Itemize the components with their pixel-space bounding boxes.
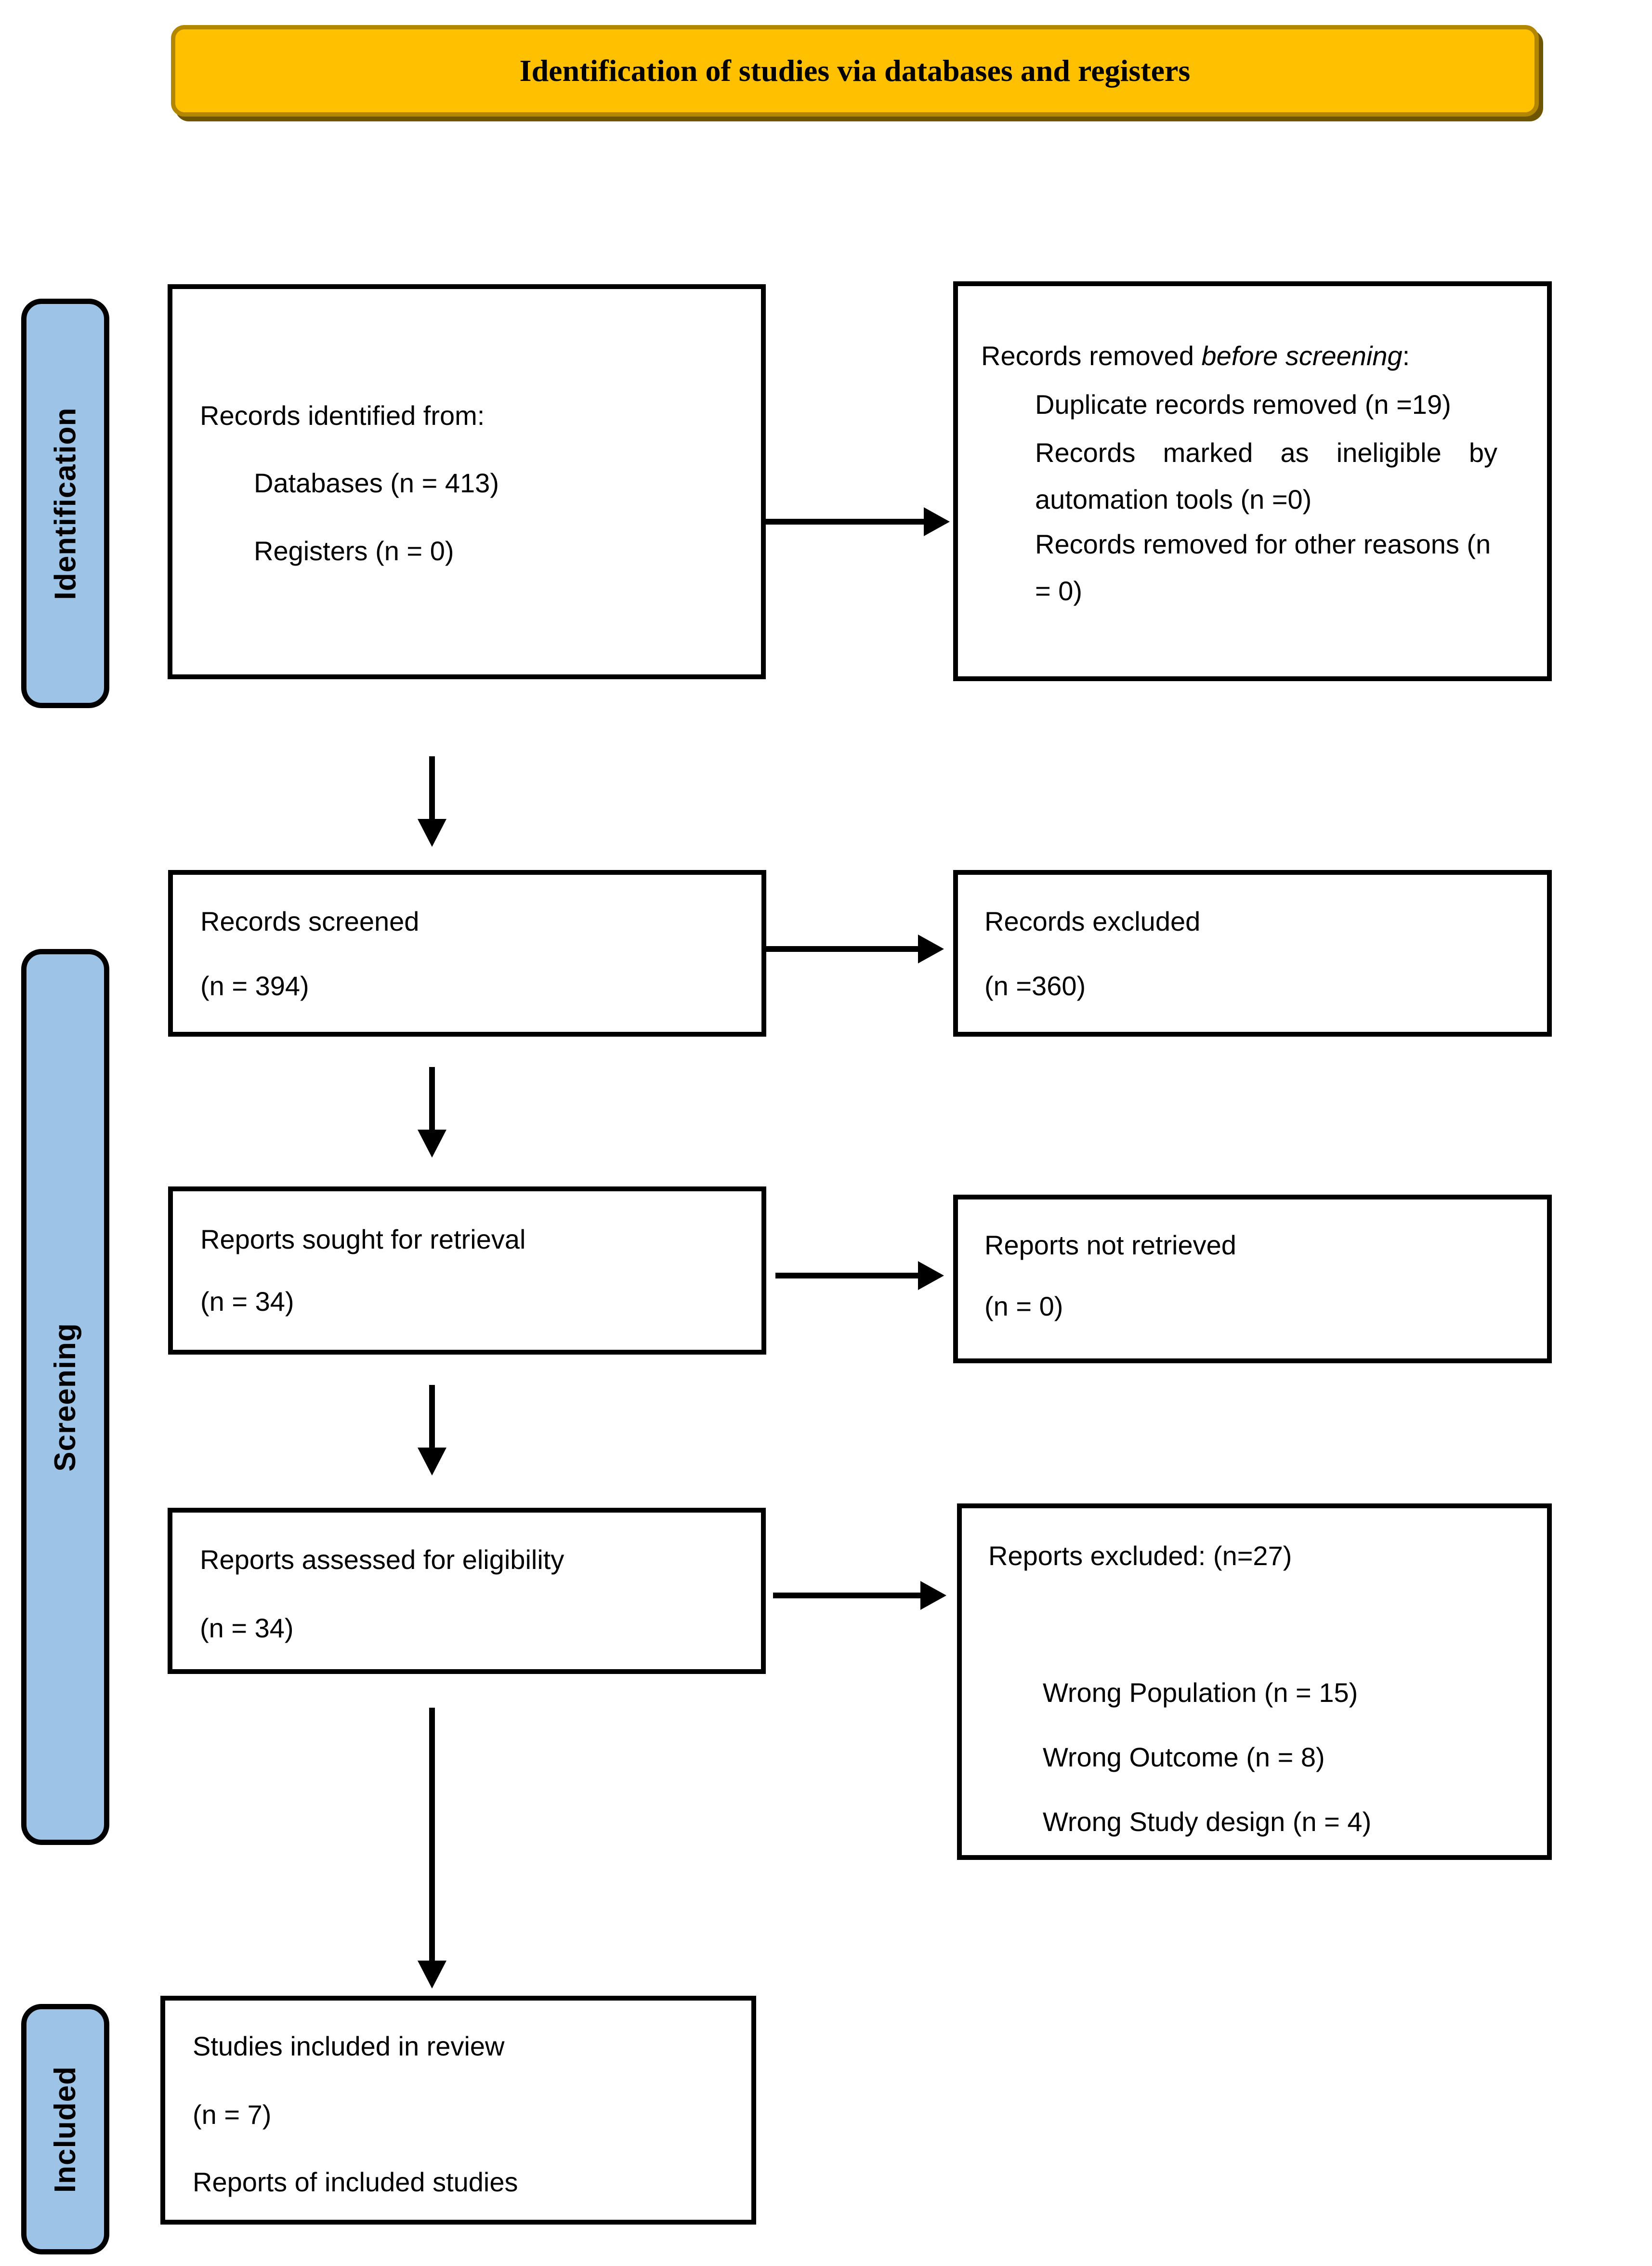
records-excluded-title: Records excluded <box>984 906 1201 936</box>
reports-assessed-n: (n = 34) <box>200 1613 294 1643</box>
box-reports-assessed: Reports assessed for eligibility (n = 34… <box>168 1508 766 1674</box>
records-excluded-n: (n =360) <box>984 971 1086 1001</box>
arrow-screened-to-sought-line <box>429 1067 435 1132</box>
arrow-assessed-to-included-line <box>429 1708 435 1963</box>
records-removed-title-prefix: Records removed <box>981 341 1202 371</box>
arrow-sought-to-assessed-line <box>429 1385 435 1450</box>
records-removed-other: Records removed for other reasons (n = 0… <box>1035 529 1491 606</box>
records-identified-databases: Databases (n = 413) <box>254 468 499 498</box>
banner-title: Identification of studies via databases … <box>519 53 1191 88</box>
banner-identification-via-databases: Identification of studies via databases … <box>171 25 1539 117</box>
records-removed-automation: Records marked as ineligible by automati… <box>1035 437 1497 514</box>
studies-included-title: Studies included in review <box>193 2031 505 2061</box>
records-identified-registers: Registers (n = 0) <box>254 536 454 566</box>
arrow-assessed-to-excluded-line <box>773 1593 922 1598</box>
reports-excluded-wrong-population: Wrong Population (n = 15) <box>1043 1677 1358 1708</box>
box-studies-included: Studies included in review (n = 7) Repor… <box>160 1996 756 2225</box>
arrow-screened-to-sought-head <box>418 1130 446 1158</box>
arrow-identified-to-screened-head <box>418 819 446 847</box>
arrow-identified-to-screened-line <box>429 756 435 821</box>
reports-excluded-wrong-design: Wrong Study design (n = 4) <box>1043 1806 1372 1837</box>
box-reports-not-retrieved: Reports not retrieved (n = 0) <box>953 1195 1552 1363</box>
records-removed-title: Records removed before screening: <box>981 332 1410 379</box>
stage-label-screening-text: Screening <box>49 1322 82 1472</box>
records-identified-title: Records identified from: <box>200 400 485 431</box>
records-screened-title: Records screened <box>200 906 420 936</box>
records-removed-title-suffix: : <box>1402 341 1410 371</box>
studies-included-n: (n = 7) <box>193 2099 272 2130</box>
records-screened-n: (n = 394) <box>200 971 309 1001</box>
arrow-assessed-to-excluded-head <box>920 1581 946 1610</box>
stage-label-screening: Screening <box>21 949 109 1845</box>
reports-not-retrieved-n: (n = 0) <box>984 1291 1063 1321</box>
arrow-screened-to-excluded-line <box>766 946 920 952</box>
box-records-screened: Records screened (n = 394) <box>168 870 766 1037</box>
arrow-identified-to-removed-line <box>766 519 925 525</box>
arrow-sought-to-assessed-head <box>418 1448 446 1476</box>
reports-not-retrieved-title: Reports not retrieved <box>984 1230 1236 1260</box>
arrow-sought-to-notretrieved-head <box>918 1261 944 1290</box>
reports-assessed-title: Reports assessed for eligibility <box>200 1544 564 1575</box>
arrow-assessed-to-included-head <box>418 1961 446 1989</box>
box-records-identified: Records identified from: Databases (n = … <box>168 284 766 679</box>
stage-label-identification: Identification <box>21 299 109 708</box>
stage-label-included: Included <box>21 2004 109 2254</box>
arrow-screened-to-excluded-head <box>918 935 944 963</box>
records-removed-duplicates: Duplicate records removed (n =19) <box>1035 389 1451 420</box>
reports-excluded-title: Reports excluded: (n=27) <box>988 1541 1292 1571</box>
arrow-identified-to-removed-head <box>924 507 950 536</box>
arrow-sought-to-notretrieved-line <box>775 1273 920 1278</box>
studies-included-reports: Reports of included studies <box>193 2167 518 2197</box>
records-removed-title-italic: before screening <box>1201 341 1403 371</box>
reports-sought-title: Reports sought for retrieval <box>200 1224 526 1254</box>
reports-excluded-wrong-outcome: Wrong Outcome (n = 8) <box>1043 1742 1325 1772</box>
stage-label-identification-text: Identification <box>49 407 82 600</box>
box-reports-excluded: Reports excluded: (n=27) Wrong Populatio… <box>957 1503 1552 1860</box>
box-records-excluded: Records excluded (n =360) <box>953 870 1552 1037</box>
stage-label-included-text: Included <box>49 2066 82 2193</box>
box-reports-sought: Reports sought for retrieval (n = 34) <box>168 1186 766 1355</box>
reports-sought-n: (n = 34) <box>200 1286 294 1317</box>
box-records-removed: Records removed before screening: Duplic… <box>953 281 1552 681</box>
